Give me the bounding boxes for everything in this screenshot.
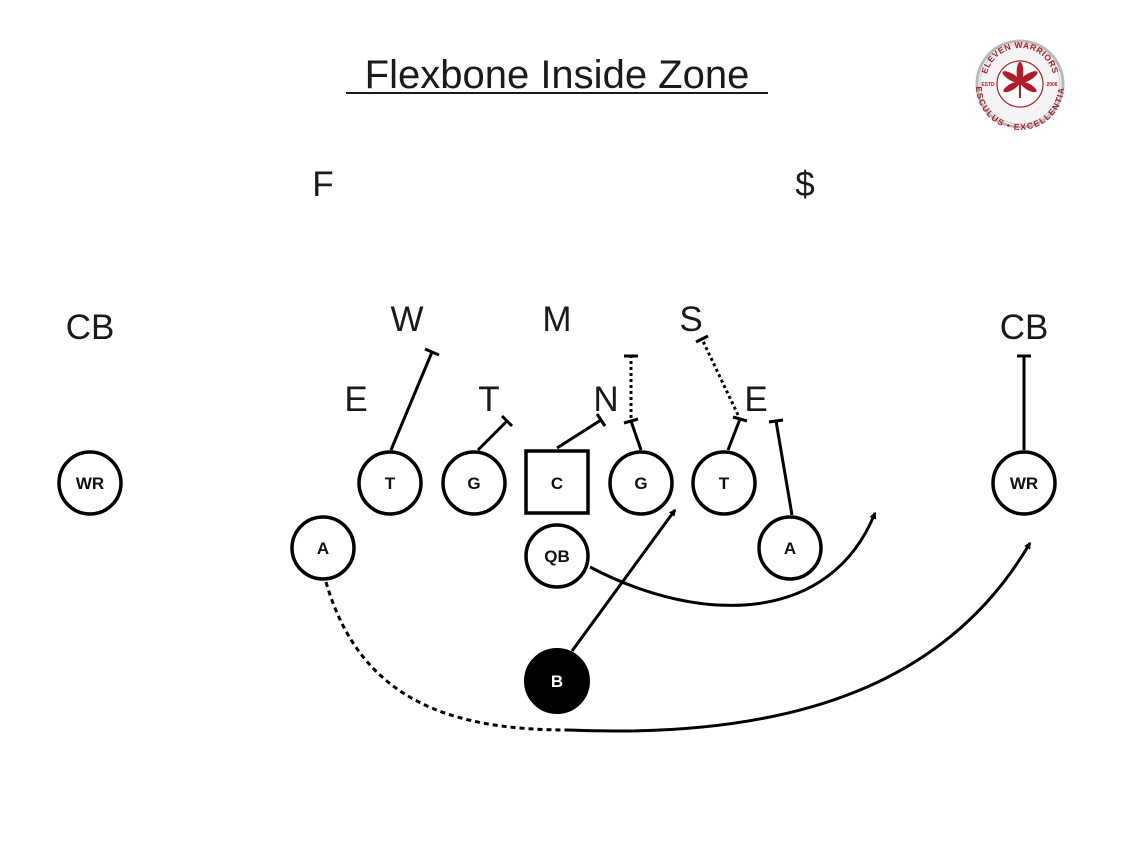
player-label: T <box>719 474 730 493</box>
defender-sam: S <box>679 300 702 339</box>
player-label: WR <box>76 474 104 493</box>
player-a-back-right: A <box>757 515 823 581</box>
block-bar <box>732 415 748 423</box>
player-label: A <box>784 539 796 558</box>
defender-strong-safety: $ <box>795 165 814 204</box>
player-left-guard: G <box>441 450 507 516</box>
block-rt-climb <box>700 338 740 416</box>
logo-year-left: ESTD <box>981 82 995 88</box>
defender-end-right: E <box>744 380 767 419</box>
qb-path-arrow <box>589 511 877 607</box>
block-rg-nose <box>629 420 643 451</box>
player-paths <box>324 508 1032 733</box>
logo-year-right: 2006 <box>1046 82 1057 88</box>
player-label: C <box>551 474 563 493</box>
player-label: G <box>634 474 647 493</box>
blocking-assignments <box>389 334 1031 516</box>
player-right-tackle: T <box>691 450 757 516</box>
b-back-path-arrow <box>570 508 677 652</box>
player-quarterback: QB <box>524 523 590 589</box>
defender-cb-right: CB <box>1000 308 1049 347</box>
block-bar <box>424 347 440 357</box>
block-bar <box>768 418 784 424</box>
block-lt-will <box>389 351 434 451</box>
player-label: T <box>385 474 396 493</box>
block-bar <box>500 414 514 428</box>
defender-tackle: T <box>478 380 499 419</box>
a-back-pitch-arrow <box>567 541 1032 733</box>
player-label: A <box>317 539 329 558</box>
offense: WR T G C G T WR A <box>57 449 1057 714</box>
block-lg-tackle <box>476 419 509 452</box>
player-label: G <box>467 474 480 493</box>
buckeye-leaf-icon <box>1002 62 1038 98</box>
player-left-tackle: T <box>357 450 423 516</box>
player-wr-right: WR <box>991 450 1057 516</box>
defender-mike: M <box>542 300 571 339</box>
block-bar <box>695 334 709 344</box>
page-title: Flexbone Inside Zone <box>365 53 750 97</box>
player-center: C <box>524 449 590 515</box>
defender-end-left: E <box>344 380 367 419</box>
defender-will: W <box>390 300 423 339</box>
block-rt-end <box>726 418 742 451</box>
block-center-nose <box>556 418 602 450</box>
defender-free-safety: F <box>312 165 333 204</box>
player-label: QB <box>544 547 570 566</box>
player-label: WR <box>1010 474 1038 493</box>
player-right-guard: G <box>608 450 674 516</box>
block-bar <box>623 417 639 425</box>
block-bar <box>595 413 607 427</box>
block-aback-end <box>774 420 794 516</box>
player-a-back-left: A <box>290 515 356 581</box>
player-label: B <box>551 672 563 691</box>
defender-nose: N <box>593 380 618 419</box>
player-wr-left: WR <box>57 450 123 516</box>
player-b-back: B <box>524 648 590 714</box>
defender-cb-left: CB <box>66 308 115 347</box>
a-back-motion-path <box>324 581 569 732</box>
